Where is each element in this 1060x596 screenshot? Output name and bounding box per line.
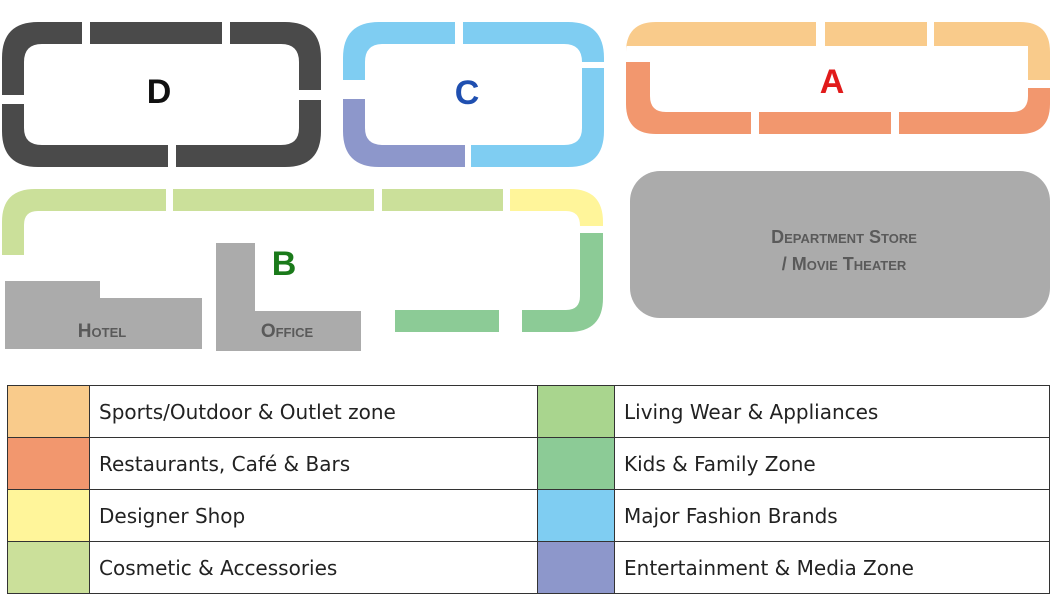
office-building [216, 243, 361, 351]
zone-a-seg-bottom-mid [759, 112, 891, 134]
zone-a-seg-top-right [934, 22, 1050, 80]
zone-b-loop: B [2, 189, 603, 332]
mall-floor-map: D C A Department Store / Movie Theater B [2, 22, 1050, 351]
hotel-building [5, 281, 202, 349]
legend-swatch-cosmetic [7, 541, 90, 594]
zone-a-seg-top-left [626, 22, 816, 52]
legend-label-sports-outdoor: Sports/Outdoor & Outlet zone [89, 385, 538, 438]
legend-row: Restaurants, Café & Bars Kids & Family Z… [7, 437, 1050, 490]
zone-c-seg-bottom-right [471, 68, 604, 167]
zone-c-seg-purple [343, 99, 465, 167]
department-store-label-line2: / Movie Theater [782, 254, 907, 274]
zone-d-loop: D [2, 22, 321, 167]
office-label: Office [261, 321, 314, 342]
zone-b-seg-top-mid1 [173, 189, 374, 211]
zone-c-label: C [455, 74, 480, 112]
legend-swatch-kids-family [537, 437, 615, 490]
legend-row: Designer Shop Major Fashion Brands [7, 489, 1050, 542]
zone-b-seg-designer [510, 189, 603, 226]
zone-b-seg-top-mid2 [382, 189, 503, 211]
department-store-label-line1: Department Store [771, 227, 917, 247]
zone-c-loop: C [343, 22, 604, 167]
office: Office [216, 243, 361, 351]
legend-label-designer: Designer Shop [89, 489, 538, 542]
zone-c-seg-top-right [463, 22, 604, 62]
department-store: Department Store / Movie Theater [630, 171, 1050, 318]
legend-label-entertainment: Entertainment & Media Zone [614, 541, 1050, 594]
legend-swatch-entertainment [537, 541, 615, 594]
zone-d-seg-top-mid [90, 22, 222, 44]
zone-d-seg-top-left [2, 22, 82, 95]
hotel: Hotel [5, 281, 202, 349]
legend-label-restaurants: Restaurants, Café & Bars [89, 437, 538, 490]
legend-label-living-wear: Living Wear & Appliances [614, 385, 1050, 438]
zone-c-seg-top-left [343, 22, 455, 80]
zone-b-seg-bottom [395, 310, 499, 332]
zone-b-seg-right [522, 233, 603, 332]
zone-b-label: B [272, 245, 297, 283]
zone-legend: Sports/Outdoor & Outlet zone Living Wear… [7, 385, 1050, 594]
zone-a-seg-top-mid [825, 22, 927, 46]
legend-label-kids-family: Kids & Family Zone [614, 437, 1050, 490]
zone-a-seg-bottom-left [626, 62, 751, 134]
legend-row: Cosmetic & Accessories Entertainment & M… [7, 541, 1050, 594]
legend-label-fashion: Major Fashion Brands [614, 489, 1050, 542]
legend-row: Sports/Outdoor & Outlet zone Living Wear… [7, 385, 1050, 438]
legend-swatch-fashion [537, 489, 615, 542]
zone-b-seg-top-left [2, 189, 166, 255]
legend-swatch-living-wear [537, 385, 615, 438]
zone-a-loop: A [626, 22, 1050, 134]
legend-swatch-sports-outdoor [7, 385, 90, 438]
zone-a-label: A [820, 63, 845, 101]
legend-swatch-designer [7, 489, 90, 542]
legend-swatch-restaurants [7, 437, 90, 490]
zone-d-seg-top-right [230, 22, 321, 90]
department-store-building [630, 171, 1050, 318]
zone-d-seg-bottom-left [2, 104, 168, 167]
zone-d-label: D [147, 73, 172, 111]
hotel-label: Hotel [78, 321, 126, 342]
zone-d-seg-bottom-right [176, 100, 321, 167]
legend-label-cosmetic: Cosmetic & Accessories [89, 541, 538, 594]
zone-a-seg-bottom-right [899, 88, 1050, 134]
